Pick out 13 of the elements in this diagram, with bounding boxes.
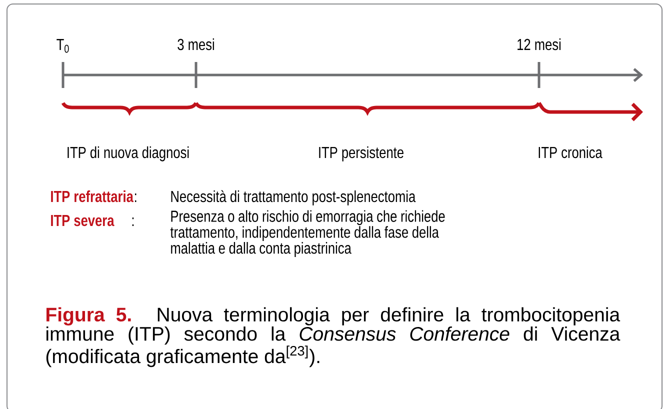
caption: Figura 5. Nuova terminologia per definire la trombocitopenia immune (ITP) secondo la Consensus Conference di Vicenza (modificata graficamente da$^{[23]}$). [46,307,620,368]
phase-label: ITP di nuova diagnosi [68,146,189,162]
term: ITP refrattaria [51,190,134,202]
tick-label: T$_{0}$ [56,39,69,53]
definition: Presenza o alto rischio di emorragia che richiede trattamento, indipendentemente dalla fase della malattia e dalla conta piastrinica [170,210,445,257]
tick-label: 3 mesi [178,38,214,50]
tick-label: 12 mesi [518,38,561,50]
colon: : [135,194,136,202]
definition: Necessità di trattamento post-splenectomia [171,190,416,206]
term: ITP severa [51,214,114,226]
phase-label: ITP persistente [319,146,404,162]
phase-label: ITP cronica [538,146,602,158]
colon: : [132,218,134,226]
